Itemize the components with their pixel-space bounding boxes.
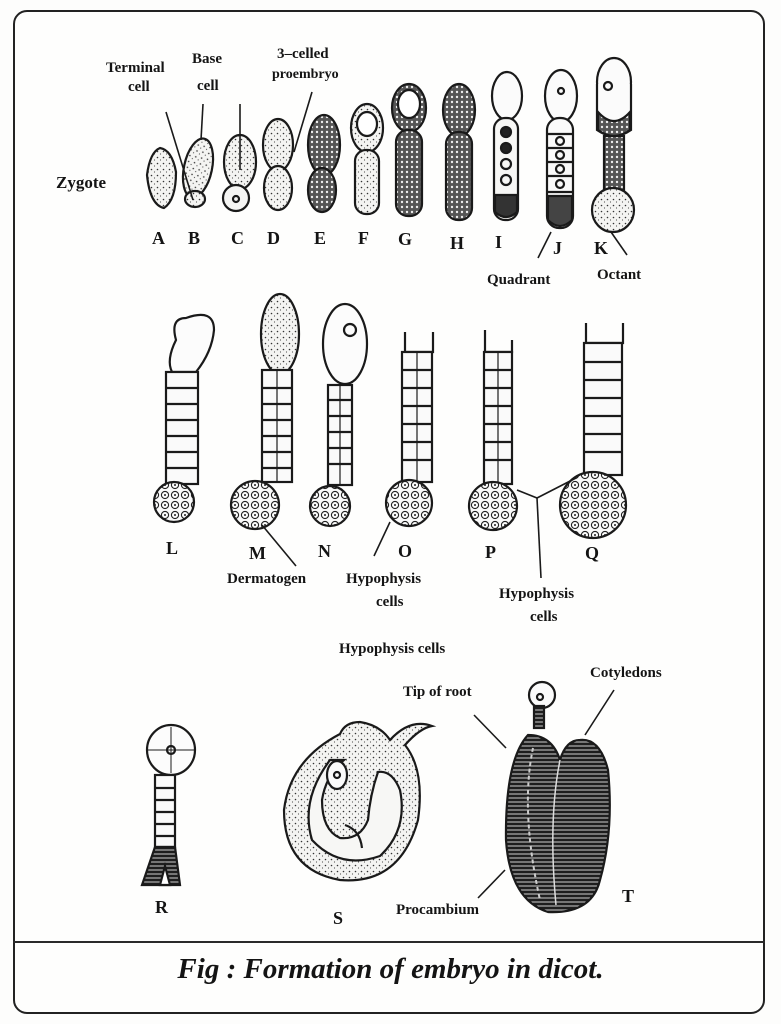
stage-letter-a: A	[152, 228, 165, 248]
stage-c	[221, 133, 258, 213]
stage-letter-o: O	[398, 541, 413, 561]
leader-lines	[165, 91, 628, 899]
stage-k-octant	[590, 56, 636, 234]
stage-letter-k: K	[594, 238, 609, 258]
caption-divider	[13, 941, 765, 943]
label-hypophysis-pq-line1: Hypophysis	[499, 586, 575, 602]
stage-i	[490, 70, 524, 222]
stage-g	[390, 82, 428, 218]
stage-letter-r: R	[155, 897, 168, 917]
label-base-cell-line1: Base	[192, 51, 222, 67]
stage-letter-s: S	[333, 908, 344, 928]
label-cotyledons: Cotyledons	[590, 665, 662, 681]
stage-letter-i: I	[495, 232, 503, 252]
stage-e	[306, 113, 342, 214]
label-procambium: Procambium	[396, 902, 480, 918]
stage-letter-j: J	[553, 238, 562, 258]
stage-q	[558, 323, 628, 540]
stage-letter-b: B	[188, 228, 201, 248]
stage-letter-d: D	[267, 228, 280, 248]
stage-s	[282, 720, 437, 882]
label-tip-of-root: Tip of root	[403, 684, 472, 700]
stage-j-quadrant	[543, 68, 579, 230]
stage-letter-m: M	[249, 543, 266, 563]
label-dermatogen: Dermatogen	[227, 571, 307, 587]
stage-letter-t: T	[622, 886, 635, 906]
label-3-celled-line1: 3–celled	[277, 46, 329, 62]
label-hypophysis-cells: Hypophysis cells	[339, 641, 446, 657]
figure-caption: Fig : Formation of embryo in dicot.	[177, 953, 604, 985]
label-hypophysis-o-line2: cells	[376, 594, 404, 610]
stage-letter-h: H	[450, 233, 465, 253]
stage-r	[140, 723, 197, 887]
stage-h	[441, 82, 477, 222]
label-hypophysis-pq-line2: cells	[530, 609, 558, 625]
label-terminal-cell-line2: cell	[128, 79, 150, 95]
label-3-celled-line2: proembryo	[272, 67, 339, 82]
label-hypophysis-o-line1: Hypophysis	[346, 571, 422, 587]
stage-letter-l: L	[166, 538, 179, 558]
stage-p	[467, 330, 519, 532]
stage-letter-g: G	[398, 229, 413, 249]
stage-b	[181, 137, 215, 209]
stage-d	[261, 117, 295, 212]
stage-t	[504, 680, 611, 914]
label-zygote: Zygote	[56, 173, 107, 192]
stage-letter-f: F	[358, 228, 369, 248]
label-quadrant: Quadrant	[487, 272, 551, 288]
stage-m	[229, 292, 301, 531]
stage-o	[384, 332, 435, 528]
label-octant: Octant	[597, 267, 642, 283]
stage-letter-e: E	[314, 228, 327, 248]
stage-letter-q: Q	[585, 543, 600, 563]
stage-f	[349, 102, 385, 216]
label-terminal-cell-line1: Terminal	[106, 60, 165, 76]
stage-letter-p: P	[485, 542, 496, 562]
stage-a-zygote	[145, 146, 178, 210]
stage-letter-n: N	[318, 541, 331, 561]
stage-letter-c: C	[231, 228, 244, 248]
stage-n	[308, 302, 369, 528]
label-base-cell-line2: cell	[197, 78, 219, 94]
stage-l	[152, 313, 216, 524]
